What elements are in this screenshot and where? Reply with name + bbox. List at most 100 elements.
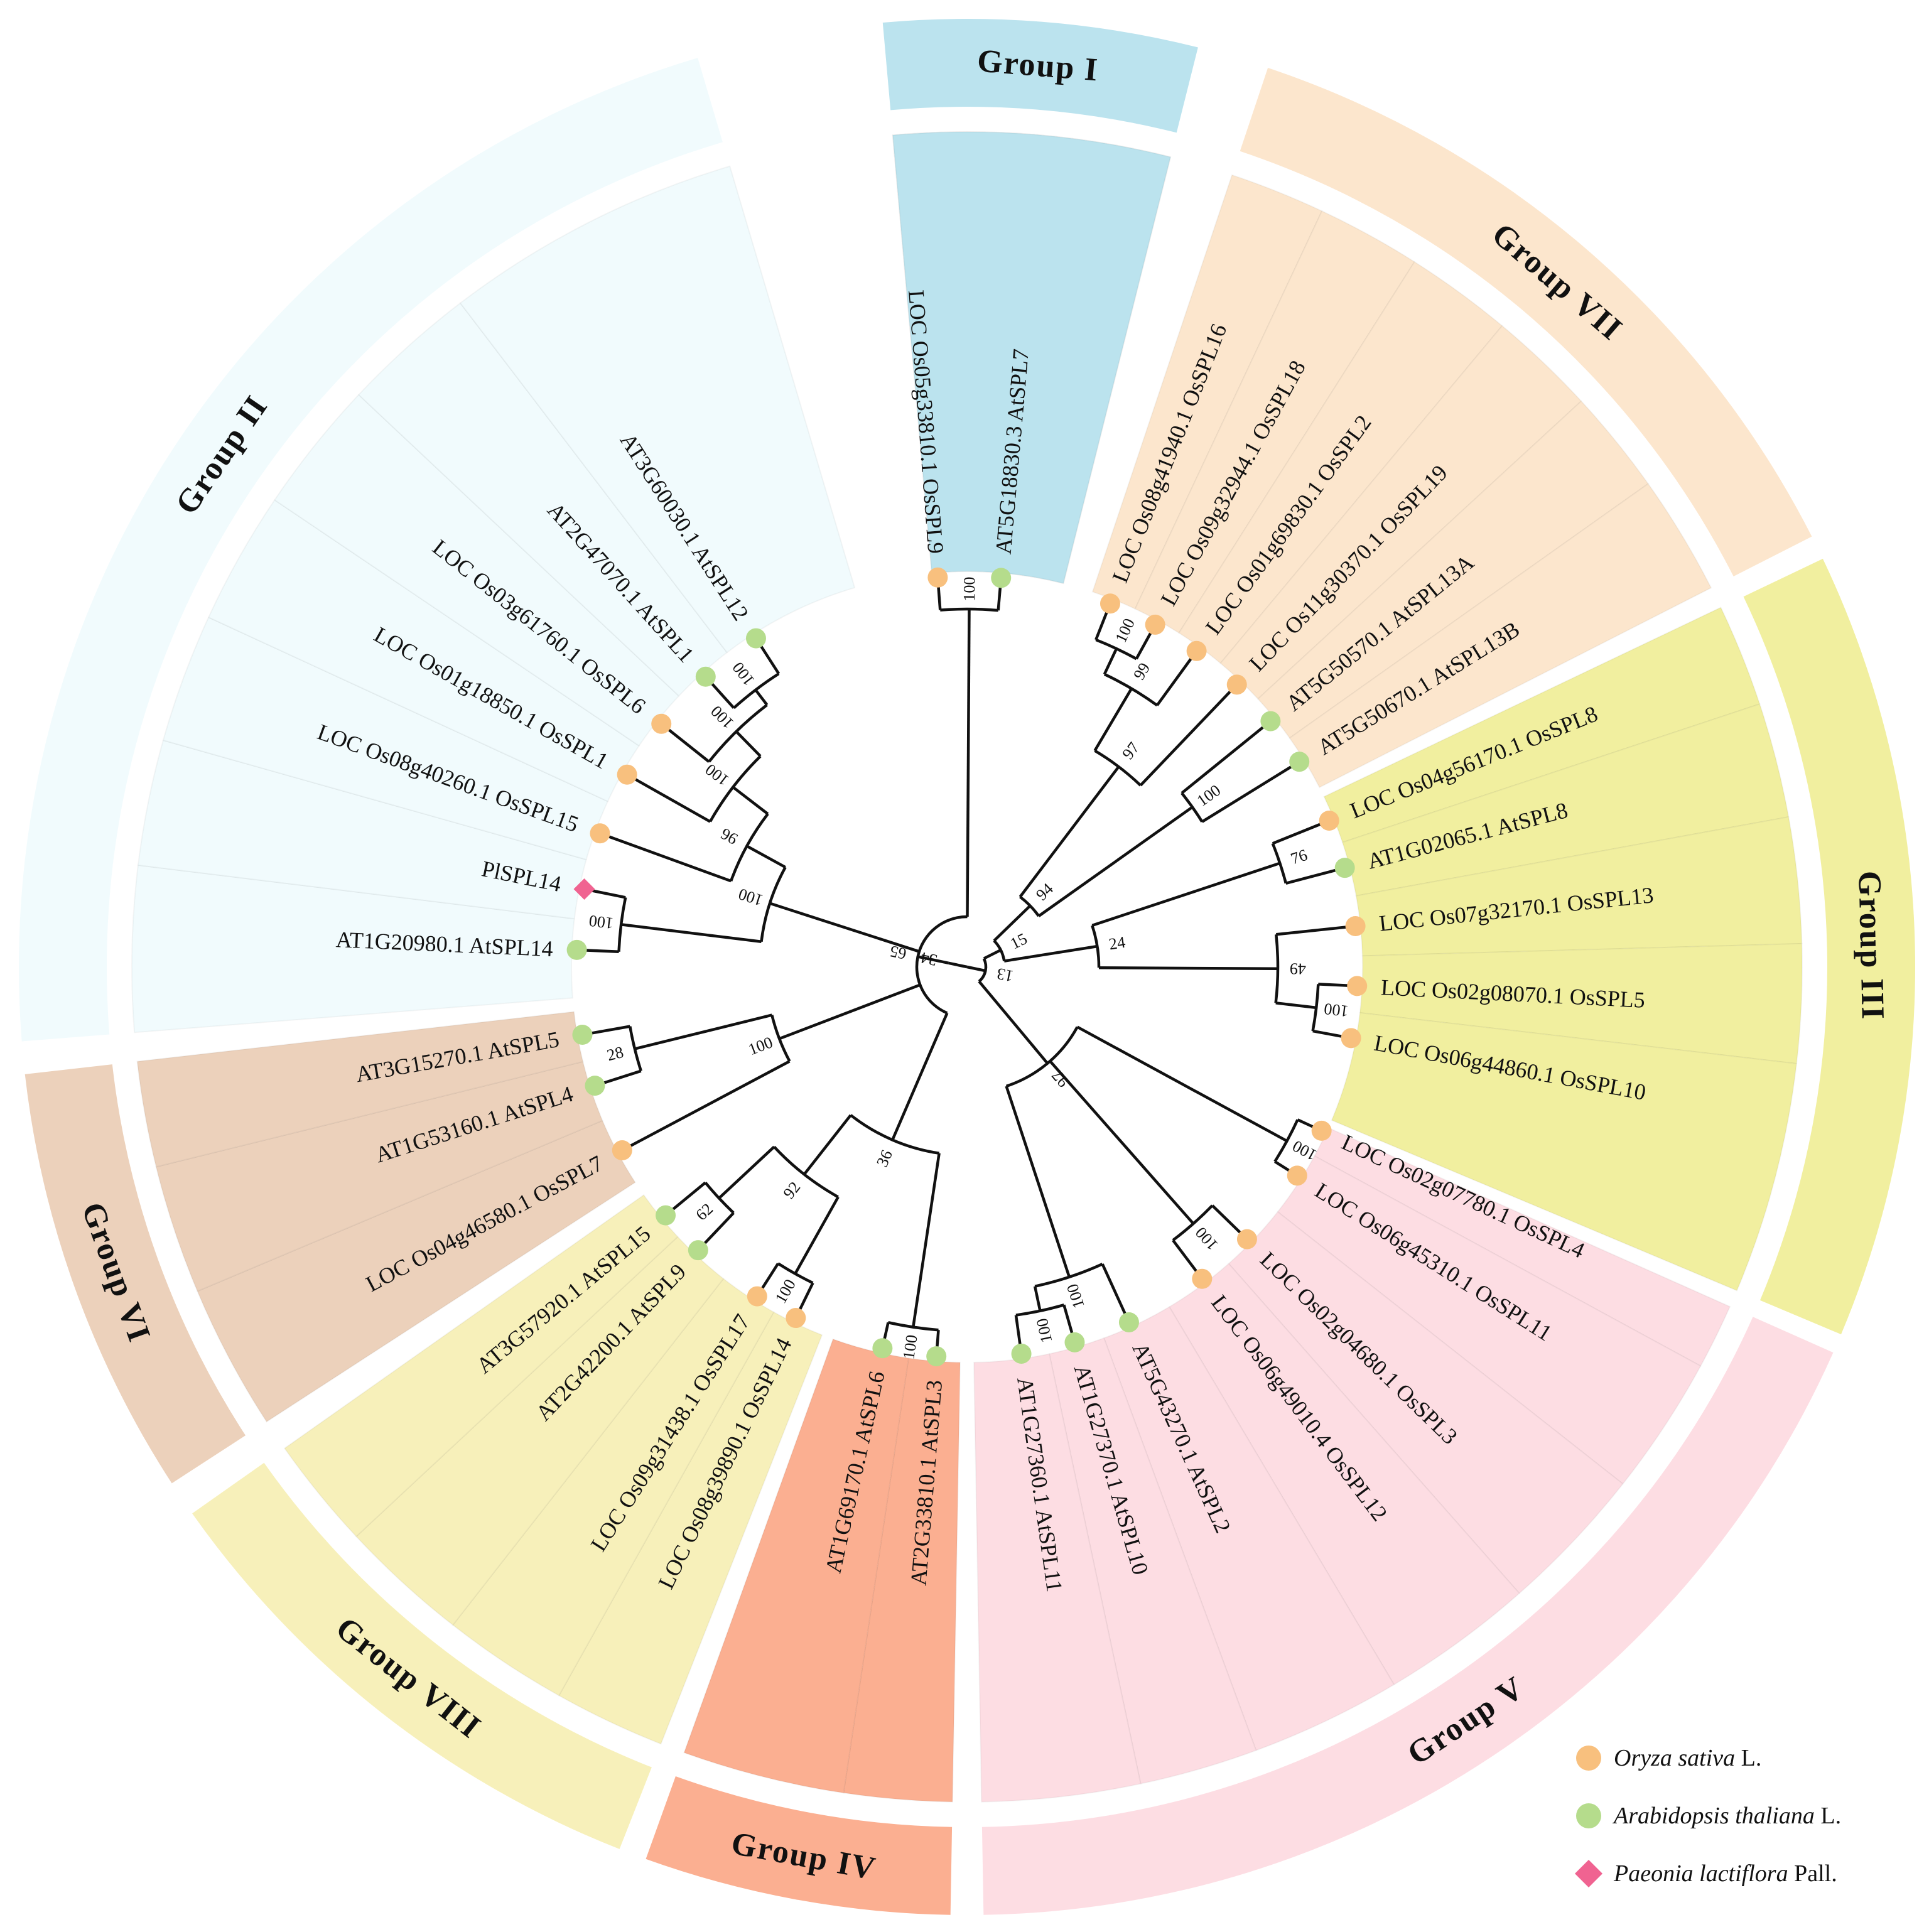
tip-marker-arabidopsis bbox=[585, 1076, 605, 1096]
bootstrap-value: 100 bbox=[702, 760, 733, 790]
tip-marker-rice bbox=[590, 823, 610, 843]
branch bbox=[737, 731, 760, 756]
branch bbox=[979, 981, 1047, 1064]
branch bbox=[629, 1061, 789, 1147]
branch bbox=[967, 967, 985, 971]
bootstrap-value: 24 bbox=[1108, 933, 1127, 954]
tip-marker-arabidopsis bbox=[696, 667, 716, 687]
tip-marker-rice bbox=[1192, 1269, 1212, 1289]
bootstrap-value: 100 bbox=[1063, 1282, 1088, 1310]
branch bbox=[804, 1115, 851, 1174]
tip-marker-rice bbox=[1312, 1121, 1332, 1141]
bootstrap-value: 96 bbox=[718, 824, 741, 848]
branch bbox=[1078, 1027, 1287, 1141]
branch bbox=[755, 690, 767, 705]
branch bbox=[1276, 927, 1348, 934]
bootstrap-value: 13 bbox=[995, 964, 1015, 986]
bootstrap-value: 76 bbox=[1289, 846, 1310, 868]
tip-marker-arabidopsis bbox=[567, 940, 587, 960]
legend-authority: L. bbox=[1815, 1803, 1841, 1829]
branch bbox=[998, 585, 1000, 610]
branch bbox=[913, 1153, 939, 1327]
branch bbox=[719, 1147, 774, 1198]
branch bbox=[1105, 649, 1116, 674]
bootstrap-value: 100 bbox=[746, 1033, 775, 1059]
branch bbox=[592, 890, 625, 897]
branch bbox=[949, 963, 967, 967]
bootstrap-value: 100 bbox=[1323, 1000, 1349, 1020]
tip-marker-arabidopsis bbox=[1260, 711, 1280, 731]
bootstrap-value: 34 bbox=[919, 948, 939, 969]
tip-marker-rice bbox=[1145, 615, 1165, 635]
tip-marker-rice bbox=[1346, 916, 1366, 936]
tip-marker-rice bbox=[1319, 811, 1339, 831]
branch bbox=[733, 787, 768, 814]
branch bbox=[621, 924, 761, 941]
branch bbox=[747, 846, 785, 867]
branch bbox=[1318, 984, 1349, 985]
tip-marker-arabidopsis bbox=[1012, 1344, 1032, 1364]
bootstrap-value: 100 bbox=[960, 576, 978, 601]
branch bbox=[711, 683, 734, 708]
tip-marker-arabidopsis bbox=[872, 1338, 892, 1358]
branch bbox=[1096, 610, 1107, 640]
branch bbox=[760, 645, 779, 674]
legend-label: Arabidopsis thaliana L. bbox=[1612, 1803, 1841, 1829]
legend-label: Paeonia lactiflora Pall. bbox=[1613, 1860, 1837, 1887]
branch bbox=[590, 1027, 630, 1033]
legend-label: Oryza sativa L. bbox=[1614, 1745, 1761, 1771]
bootstrap-value: 97 bbox=[1118, 738, 1143, 762]
branch bbox=[984, 950, 1001, 958]
branch bbox=[1213, 1206, 1242, 1234]
branch bbox=[1173, 1240, 1197, 1273]
tip-marker-rice bbox=[651, 714, 671, 734]
branch bbox=[667, 728, 710, 762]
tip-marker-rice bbox=[1100, 593, 1120, 613]
legend-marker-rice bbox=[1576, 1746, 1601, 1771]
tip-marker-rice bbox=[1237, 1229, 1257, 1249]
tip-marker-arabidopsis bbox=[1335, 858, 1355, 878]
branch bbox=[1157, 657, 1192, 705]
branch bbox=[779, 985, 920, 1039]
branch bbox=[602, 1071, 641, 1084]
branch bbox=[761, 1263, 778, 1290]
tip-marker-rice bbox=[612, 1140, 632, 1160]
bootstrap-value: 100 bbox=[736, 885, 765, 910]
tip-marker-rice bbox=[927, 568, 948, 588]
bootstrap-value: 100 bbox=[899, 1334, 921, 1361]
bootstrap-value: 49 bbox=[1290, 959, 1306, 978]
bootstrap-value: 100 bbox=[1033, 1317, 1056, 1344]
branch bbox=[1276, 1003, 1317, 1008]
branch bbox=[892, 1013, 947, 1140]
branch-arc bbox=[1273, 843, 1286, 883]
branch bbox=[1182, 726, 1265, 793]
branch bbox=[1099, 968, 1278, 969]
bootstrap-value: 100 bbox=[772, 1276, 799, 1306]
tip-marker-rice bbox=[1227, 674, 1247, 694]
branch-arc bbox=[1096, 640, 1137, 659]
bootstrap-value: 100 bbox=[1111, 615, 1138, 645]
branch bbox=[1103, 1264, 1126, 1315]
branch bbox=[938, 585, 940, 610]
legend-marker-paeonia bbox=[1575, 1860, 1602, 1887]
bootstrap-value: 92 bbox=[780, 1178, 804, 1202]
branch-arc bbox=[940, 609, 998, 610]
bootstrap-value: 36 bbox=[873, 1147, 896, 1169]
tip-marker-arabidopsis bbox=[1119, 1312, 1139, 1332]
tip-marker-rice bbox=[1347, 976, 1367, 996]
branch bbox=[1137, 631, 1152, 659]
branch bbox=[1092, 863, 1280, 926]
legend-authority: Pall. bbox=[1788, 1860, 1837, 1887]
branch bbox=[795, 1197, 838, 1273]
legend-species-name: Paeonia lactiflora bbox=[1613, 1860, 1788, 1887]
bootstrap-value: 62 bbox=[692, 1200, 716, 1224]
branch bbox=[799, 1283, 813, 1311]
tip-marker-arabidopsis bbox=[926, 1346, 946, 1366]
tip-marker-rice bbox=[1187, 641, 1207, 661]
bootstrap-value: 94 bbox=[1032, 880, 1057, 904]
branch bbox=[1286, 870, 1337, 883]
tip-marker-arabidopsis bbox=[688, 1240, 708, 1260]
branch bbox=[1313, 1031, 1344, 1037]
tip-marker-arabidopsis bbox=[1289, 752, 1309, 772]
